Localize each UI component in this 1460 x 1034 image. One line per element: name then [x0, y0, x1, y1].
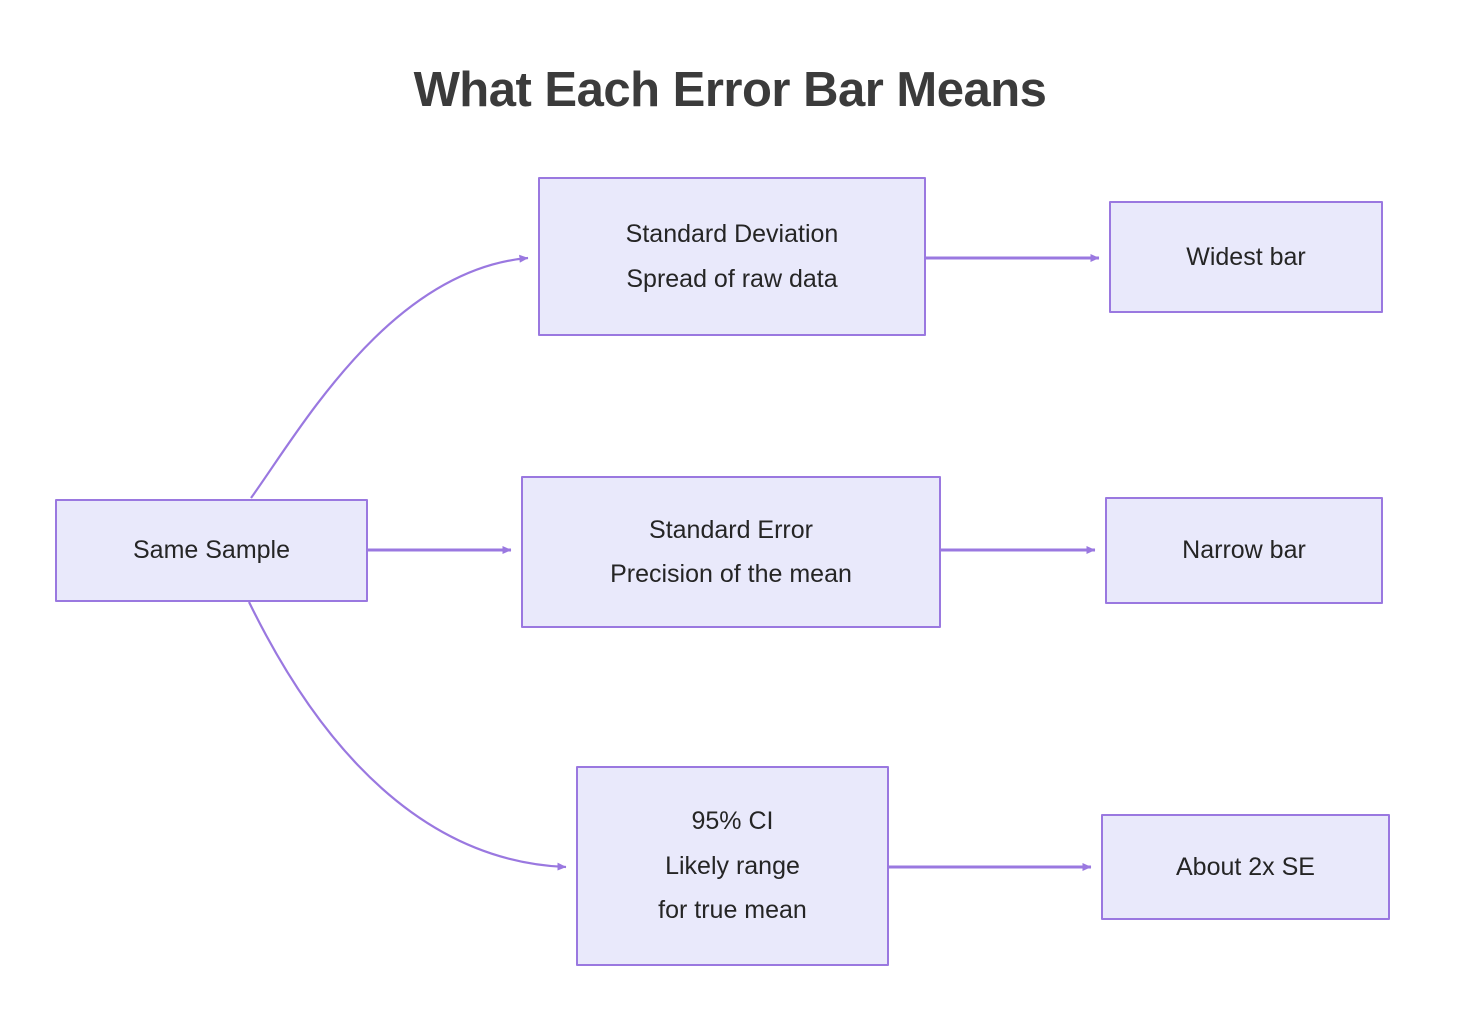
node-same-sample-label: Same Sample — [132, 536, 291, 565]
node-standard-error[interactable]: Standard Error Precision of the mean — [521, 476, 941, 628]
node-standard-deviation-line2: Spread of raw data — [626, 264, 838, 293]
node-widest-bar-label: Widest bar — [1186, 242, 1306, 271]
page-title: What Each Error Bar Means — [413, 63, 1047, 117]
node-standard-deviation[interactable]: Standard Deviation Spread of raw data — [538, 177, 926, 336]
node-ninety-five-ci[interactable]: 95% CI Likely range for true mean — [576, 766, 889, 966]
node-standard-error-line2: Precision of the mean — [610, 560, 852, 588]
edge-source-to-ci — [248, 601, 567, 871]
node-narrow-bar-label: Narrow bar — [1182, 536, 1306, 565]
node-widest-bar[interactable]: Widest bar — [1109, 201, 1383, 313]
node-narrow-bar[interactable]: Narrow bar — [1105, 497, 1383, 604]
node-standard-error-line1: Standard Error — [649, 515, 813, 544]
node-ninety-five-ci-line3: for true mean — [658, 896, 807, 925]
node-about-2x-se[interactable]: About 2x SE — [1101, 814, 1390, 920]
edge-source-to-sd — [250, 254, 529, 499]
node-ninety-five-ci-line1: 95% CI — [691, 807, 774, 836]
node-about-2x-se-label: About 2x SE — [1176, 852, 1315, 881]
node-same-sample[interactable]: Same Sample — [55, 499, 368, 602]
node-standard-deviation-line1: Standard Deviation — [625, 220, 839, 248]
node-ninety-five-ci-line2: Likely range — [665, 851, 800, 880]
